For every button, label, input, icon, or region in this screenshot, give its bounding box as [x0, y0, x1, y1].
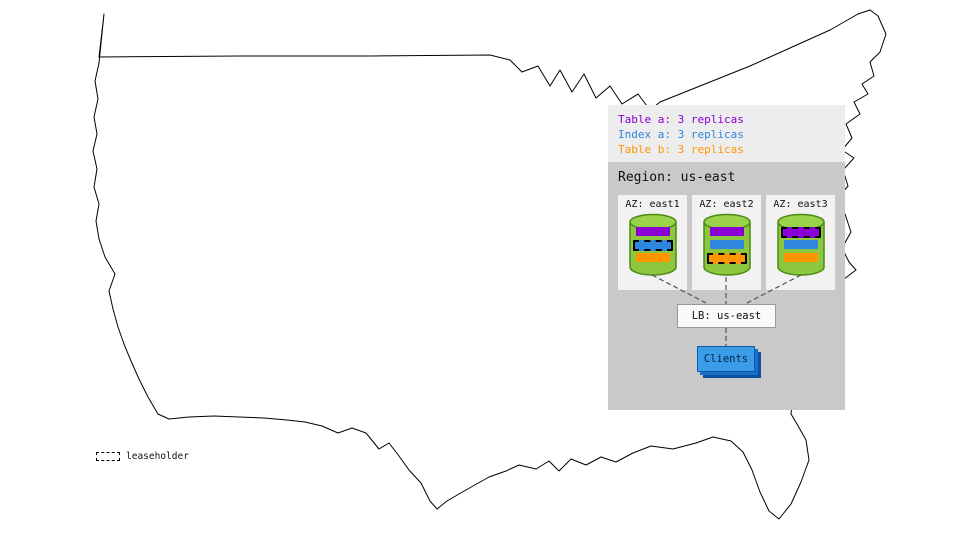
replica-index-a [783, 240, 818, 249]
database-node [776, 213, 825, 277]
leaseholder-legend-label: leaseholder [126, 451, 189, 462]
replica-index-a-leaseholder [632, 240, 673, 251]
az-row: AZ: east1 AZ: east2 [618, 195, 835, 290]
replica-bars [629, 227, 677, 266]
replica-legend-panel: Table a: 3 replicas Index a: 3 replicas … [608, 105, 845, 162]
replica-table-a [709, 227, 744, 236]
replica-index-a [709, 240, 744, 249]
legend-index-a: Index a: 3 replicas [618, 128, 744, 141]
legend-table-b: Table b: 3 replicas [618, 143, 744, 156]
database-node [702, 213, 751, 277]
region-panel: Region: us-east AZ: east1 AZ: east2 [608, 162, 845, 410]
replica-table-a [635, 227, 670, 236]
az-label: AZ: east3 [773, 199, 828, 210]
region-title: Region: us-east [618, 170, 736, 185]
replica-table-b-leaseholder [706, 253, 747, 264]
legend-table-a: Table a: 3 replicas [618, 113, 744, 126]
replica-bars [703, 227, 751, 266]
leaseholder-swatch-icon [96, 452, 120, 461]
replica-table-b [635, 253, 670, 262]
az-label: AZ: east1 [625, 199, 680, 210]
replica-table-b [783, 253, 818, 262]
replica-bars [777, 227, 825, 266]
replica-table-a-leaseholder [780, 227, 821, 238]
database-node [628, 213, 677, 277]
az-box-east2: AZ: east2 [692, 195, 761, 290]
load-balancer: LB: us-east [677, 304, 776, 328]
connector-lines [651, 274, 802, 346]
az-label: AZ: east2 [699, 199, 754, 210]
az-box-east3: AZ: east3 [766, 195, 835, 290]
leaseholder-legend: leaseholder [96, 451, 189, 462]
clients-box: Clients [697, 346, 755, 372]
az-box-east1: AZ: east1 [618, 195, 687, 290]
